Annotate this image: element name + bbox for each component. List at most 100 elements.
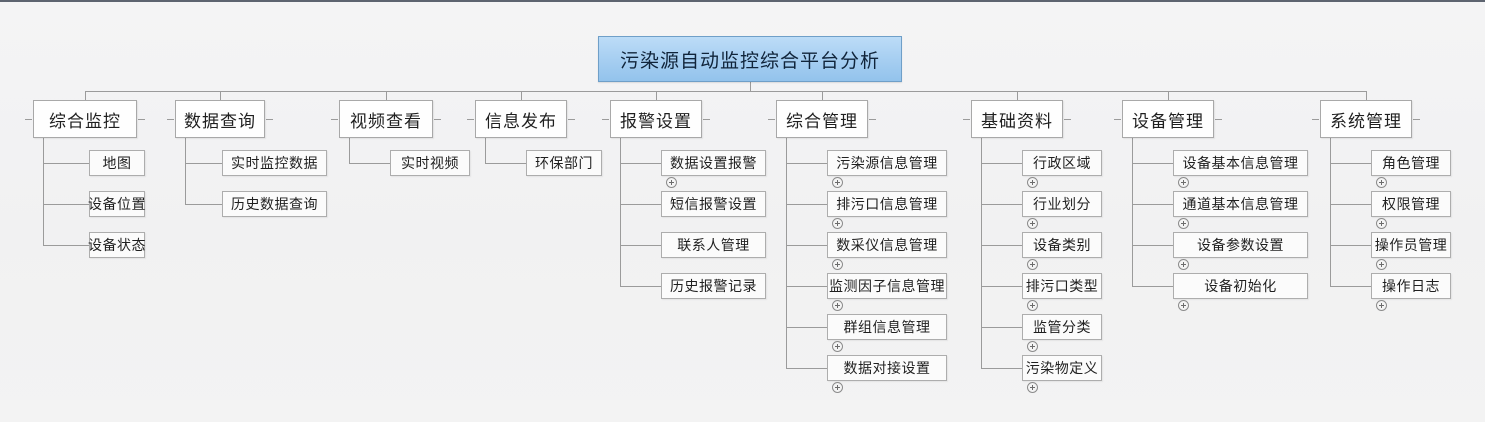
branch-node[interactable]: 视频查看 <box>339 100 433 138</box>
leaf-node[interactable]: 历史报警记录 <box>661 273 766 299</box>
connector-line-horizontal <box>786 245 827 246</box>
connector-line-horizontal <box>620 204 661 205</box>
leaf-node[interactable]: 监测因子信息管理 <box>827 273 947 299</box>
plus-circle-icon[interactable] <box>832 382 843 393</box>
leaf-node[interactable]: 数采仪信息管理 <box>827 232 947 258</box>
connector-line-horizontal <box>1330 286 1371 287</box>
plus-circle-icon[interactable] <box>1178 300 1189 311</box>
leaf-node[interactable]: 地图 <box>89 150 145 176</box>
connector-line-vertical <box>822 91 823 100</box>
plus-circle-icon[interactable] <box>832 341 843 352</box>
leaf-node[interactable]: 操作员管理 <box>1371 232 1451 258</box>
connector-line-vertical <box>786 138 787 368</box>
leaf-node[interactable]: 角色管理 <box>1371 150 1451 176</box>
connector-line-vertical <box>386 91 387 100</box>
connector-line-horizontal <box>43 204 89 205</box>
connector-line-horizontal <box>1132 245 1173 246</box>
connector-line-horizontal <box>620 245 661 246</box>
connector-line-horizontal <box>786 163 827 164</box>
branch-node[interactable]: 信息发布 <box>475 100 567 138</box>
plus-circle-icon[interactable] <box>666 177 677 188</box>
plus-circle-icon[interactable] <box>1376 177 1387 188</box>
connector-line-horizontal <box>185 163 222 164</box>
connector-line-horizontal <box>266 119 273 120</box>
connector-line-horizontal <box>467 119 474 120</box>
leaf-node[interactable]: 群组信息管理 <box>827 314 947 340</box>
connector-line-horizontal <box>485 163 526 164</box>
leaf-node[interactable]: 污染物定义 <box>1022 355 1102 381</box>
connector-line-horizontal <box>703 119 710 120</box>
leaf-node[interactable]: 短信报警设置 <box>661 191 766 217</box>
plus-circle-icon[interactable] <box>1376 259 1387 270</box>
leaf-node[interactable]: 联系人管理 <box>661 232 766 258</box>
leaf-node[interactable]: 数据对接设置 <box>827 355 947 381</box>
plus-circle-icon[interactable] <box>1027 300 1038 311</box>
connector-line-vertical <box>185 138 186 204</box>
plus-circle-icon[interactable] <box>1178 259 1189 270</box>
plus-circle-icon[interactable] <box>1376 218 1387 229</box>
connector-line-horizontal <box>349 163 390 164</box>
branch-node[interactable]: 综合监控 <box>33 100 137 138</box>
leaf-node[interactable]: 实时视频 <box>390 150 470 176</box>
root-node[interactable]: 污染源自动监控综合平台分析 <box>598 36 902 82</box>
leaf-node[interactable]: 行业划分 <box>1022 191 1102 217</box>
branch-node[interactable]: 报警设置 <box>610 100 702 138</box>
connector-line-horizontal <box>786 327 827 328</box>
connector-line-horizontal <box>43 163 89 164</box>
leaf-node[interactable]: 操作日志 <box>1371 273 1451 299</box>
connector-line-vertical <box>620 138 621 286</box>
connector-line-horizontal <box>1132 204 1173 205</box>
connector-line-vertical <box>220 91 221 100</box>
leaf-node[interactable]: 数据设置报警 <box>661 150 766 176</box>
leaf-node[interactable]: 行政区域 <box>1022 150 1102 176</box>
connector-line-vertical <box>1132 138 1133 286</box>
connector-line-horizontal <box>963 119 970 120</box>
leaf-node[interactable]: 设备参数设置 <box>1173 232 1308 258</box>
leaf-node[interactable]: 监管分类 <box>1022 314 1102 340</box>
plus-circle-icon[interactable] <box>1027 218 1038 229</box>
connector-line-horizontal <box>331 119 338 120</box>
connector-line-horizontal <box>981 327 1022 328</box>
plus-circle-icon[interactable] <box>832 177 843 188</box>
branch-node[interactable]: 基础资料 <box>971 100 1063 138</box>
plus-circle-icon[interactable] <box>1027 382 1038 393</box>
leaf-node[interactable]: 权限管理 <box>1371 191 1451 217</box>
branch-node[interactable]: 综合管理 <box>776 100 868 138</box>
leaf-node[interactable]: 排污口信息管理 <box>827 191 947 217</box>
connector-line-horizontal <box>981 368 1022 369</box>
plus-circle-icon[interactable] <box>1178 218 1189 229</box>
leaf-node[interactable]: 实时监控数据 <box>222 150 327 176</box>
plus-circle-icon[interactable] <box>832 218 843 229</box>
leaf-node[interactable]: 历史数据查询 <box>222 191 327 217</box>
leaf-node[interactable]: 污染源信息管理 <box>827 150 947 176</box>
connector-line-horizontal <box>85 91 1366 92</box>
top-divider-rule <box>0 0 1485 2</box>
branch-node[interactable]: 设备管理 <box>1122 100 1214 138</box>
plus-circle-icon[interactable] <box>1027 341 1038 352</box>
leaf-node[interactable]: 设备状态 <box>88 232 146 258</box>
leaf-node[interactable]: 环保部门 <box>526 150 602 176</box>
leaf-node[interactable]: 设备类别 <box>1022 232 1102 258</box>
connector-line-horizontal <box>185 204 222 205</box>
plus-circle-icon[interactable] <box>1027 259 1038 270</box>
leaf-node[interactable]: 设备初始化 <box>1173 273 1308 299</box>
connector-line-horizontal <box>43 245 89 246</box>
connector-line-horizontal <box>1312 119 1319 120</box>
leaf-node[interactable]: 通道基本信息管理 <box>1173 191 1308 217</box>
plus-circle-icon[interactable] <box>832 300 843 311</box>
leaf-node[interactable]: 设备位置 <box>88 191 146 217</box>
connector-line-vertical <box>1330 138 1331 286</box>
branch-node[interactable]: 系统管理 <box>1320 100 1412 138</box>
plus-circle-icon[interactable] <box>832 259 843 270</box>
plus-circle-icon[interactable] <box>1178 177 1189 188</box>
connector-line-vertical <box>1168 91 1169 100</box>
plus-circle-icon[interactable] <box>1376 300 1387 311</box>
plus-circle-icon[interactable] <box>1027 177 1038 188</box>
connector-line-horizontal <box>1132 286 1173 287</box>
connector-line-vertical <box>1366 91 1367 100</box>
leaf-node[interactable]: 设备基本信息管理 <box>1173 150 1308 176</box>
connector-line-horizontal <box>602 119 609 120</box>
connector-line-horizontal <box>25 119 32 120</box>
leaf-node[interactable]: 排污口类型 <box>1022 273 1102 299</box>
branch-node[interactable]: 数据查询 <box>175 100 265 138</box>
